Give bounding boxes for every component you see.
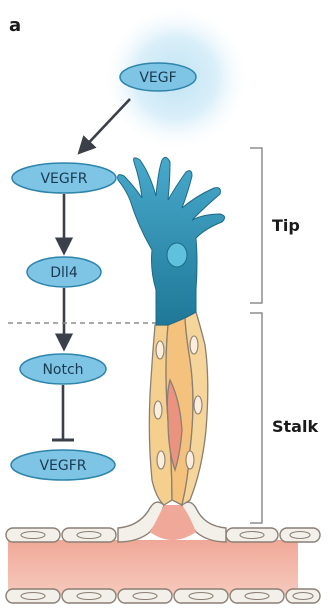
notch-node: Notch — [20, 354, 106, 384]
dll4-label: Dll4 — [50, 265, 78, 281]
notch-label: Notch — [42, 362, 83, 378]
parent-vessel — [6, 528, 320, 603]
vegf-node: VEGF — [120, 63, 196, 91]
stalk-bracket — [250, 313, 262, 523]
panel-label: a — [9, 15, 21, 36]
vegfr-bottom-node: VEGFR — [11, 450, 115, 480]
vegf-label: VEGF — [139, 70, 176, 86]
stalk-label: Stalk — [272, 417, 318, 436]
tip-label: Tip — [272, 216, 300, 235]
inhibition-notch-to-vegfr — [52, 385, 74, 440]
vegfr-top-node: VEGFR — [12, 163, 116, 193]
vegfr-top-label: VEGFR — [40, 171, 87, 187]
dll4-node: Dll4 — [27, 257, 101, 287]
vegfr-bottom-label: VEGFR — [39, 458, 86, 474]
tip-bracket — [250, 148, 262, 303]
tip-cell — [118, 157, 225, 325]
